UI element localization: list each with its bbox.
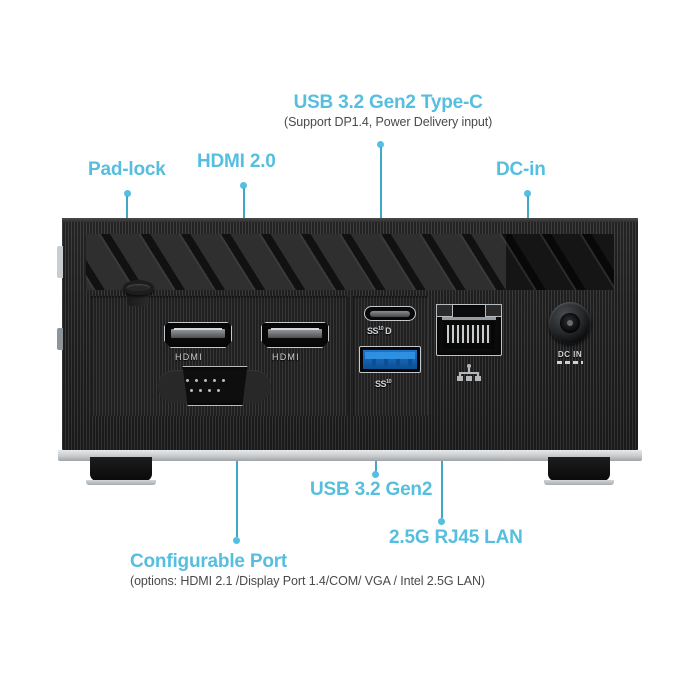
dc-in-polarity-bars <box>557 361 583 364</box>
usb-type-a-notch <box>372 359 376 366</box>
usb-type-a-ss-text: SS <box>375 379 387 389</box>
hdmi-left-top-edge <box>174 328 222 330</box>
callout-typec-subtext: (Support DP1.4, Power Delivery input) <box>284 114 493 129</box>
device-chassis: HDMI HDMI <box>57 218 638 450</box>
callout-hdmi-text: HDMI 2.0 <box>197 151 276 172</box>
device-base-plate <box>58 450 642 461</box>
dc-in-center-pin <box>567 320 573 326</box>
serial-port-dsub-shell <box>182 366 248 406</box>
usb-type-c-ss-marking: SS10 D <box>367 326 392 336</box>
device-foot-left <box>90 457 152 481</box>
usb-type-c-tongue <box>370 311 410 317</box>
hdmi-port-right <box>261 322 329 348</box>
callout-label-hdmi: HDMI 2.0 <box>197 151 276 173</box>
leader-dot-rj45 <box>438 518 445 525</box>
usb-type-a-ss-marking: SS10 <box>375 379 392 389</box>
usb-type-c-ss-sup: 10 <box>378 326 384 332</box>
serial-pin <box>213 379 216 382</box>
usb-type-a-notch <box>408 359 412 366</box>
rj45-contacts <box>447 325 491 343</box>
callout-label-usb32gen2: USB 3.2 Gen2 <box>310 479 433 501</box>
padlock-stem <box>127 292 149 306</box>
serial-pin <box>195 379 198 382</box>
callout-label-typec: USB 3.2 Gen2 Type-C (Support DP1.4, Powe… <box>284 92 493 129</box>
serial-pin-row-bottom <box>190 389 220 392</box>
mini-pc-device: HDMI HDMI <box>57 218 642 485</box>
dc-in-jack <box>549 302 591 344</box>
callout-label-configurable-port: Configurable Port (options: HDMI 2.1 /Di… <box>130 551 485 588</box>
callout-label-dcin: DC-in <box>496 159 546 181</box>
callout-configurable-text: Configurable Port <box>130 551 288 572</box>
usb-type-c-dp-text: D <box>385 326 392 336</box>
leader-dot-usb32gen2 <box>372 471 379 478</box>
usb-type-a-ss-sup: 10 <box>386 379 392 385</box>
callout-rj45-text: 2.5G RJ45 LAN <box>389 527 523 548</box>
hdmi-right-top-edge <box>271 328 319 330</box>
padlock-loop <box>123 280 154 306</box>
hdmi-right-caption: HDMI <box>272 352 300 362</box>
hdmi-right-tongue <box>268 329 322 338</box>
padlock-ring <box>123 280 154 295</box>
usb-type-c-port <box>364 306 416 321</box>
serial-pin <box>217 389 220 392</box>
rj45-lan-port <box>436 304 502 356</box>
chassis-left-edge-tab <box>57 328 63 350</box>
chassis-left-edge-highlight <box>57 246 63 278</box>
rj45-top-bar <box>442 317 496 320</box>
leader-line-configurable <box>236 430 238 537</box>
callout-dcin-text: DC-in <box>496 159 546 180</box>
callout-padlock-text: Pad-lock <box>88 159 166 180</box>
hdmi-port-left <box>164 322 232 348</box>
serial-pin <box>190 389 193 392</box>
callout-label-rj45: 2.5G RJ45 LAN <box>389 527 523 549</box>
chassis-top-lip <box>62 218 638 222</box>
usb-type-a-port <box>359 346 421 373</box>
rj45-notch-left <box>436 304 453 317</box>
ventilation-grille <box>86 234 614 290</box>
usb-type-a-tab <box>365 352 415 359</box>
callout-typec-text: USB 3.2 Gen2 Type-C <box>293 92 483 113</box>
hdmi-left-tongue <box>171 329 225 338</box>
device-foot-pad-left <box>86 480 156 485</box>
vent-slats-right <box>506 234 614 290</box>
leader-dot-hdmi <box>240 182 247 189</box>
dc-in-caption: DC IN <box>557 350 583 359</box>
leader-dot-configurable <box>233 537 240 544</box>
leader-dot-dcin <box>524 190 531 197</box>
configurable-serial-port <box>158 366 271 406</box>
serial-pin <box>199 389 202 392</box>
callout-usb32gen2-text: USB 3.2 Gen2 <box>310 479 433 500</box>
callout-label-padlock: Pad-lock <box>88 159 166 181</box>
rj45-notch-right <box>485 304 502 317</box>
leader-dot-typec <box>377 141 384 148</box>
serial-pin <box>204 379 207 382</box>
network-icon <box>454 364 484 382</box>
hdmi-left-caption: HDMI <box>175 352 203 362</box>
serial-pin <box>208 389 211 392</box>
leader-dot-padlock <box>124 190 131 197</box>
device-foot-right <box>548 457 610 481</box>
callout-configurable-subtext: (options: HDMI 2.1 /Display Port 1.4/COM… <box>130 573 485 588</box>
serial-pin <box>186 379 189 382</box>
serial-pin-row-top <box>186 379 225 382</box>
usb-type-c-ss-text: SS <box>367 326 379 336</box>
leader-line-rj45 <box>441 425 443 518</box>
serial-pin <box>222 379 225 382</box>
usb-type-a-notch <box>396 359 400 366</box>
usb-type-a-notch <box>384 359 388 366</box>
device-foot-pad-right <box>544 480 614 485</box>
